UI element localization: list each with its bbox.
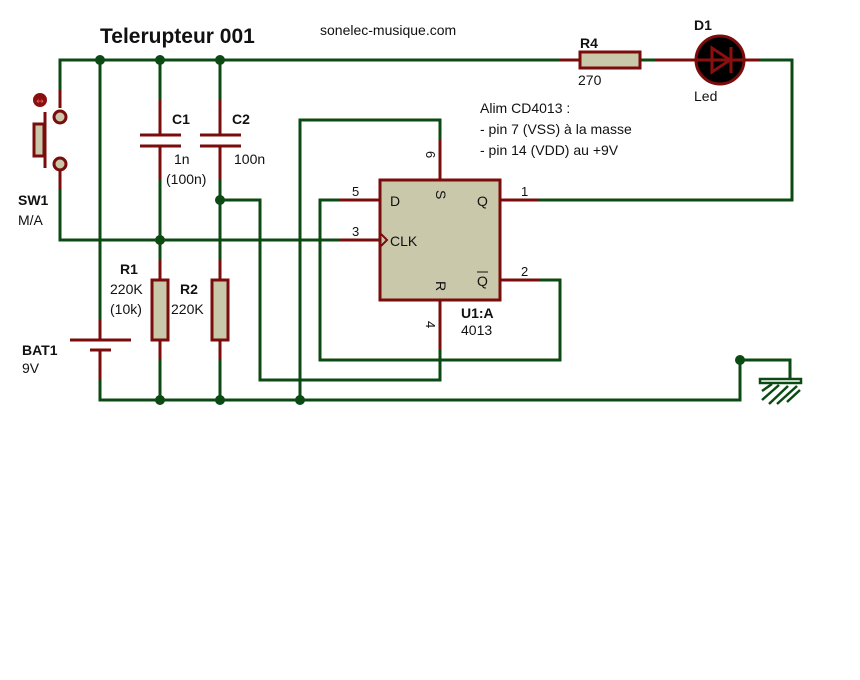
power-note: Alim CD4013 : - pin 7 (VSS) à la masse -…: [480, 100, 632, 158]
wire-sw-to-clk: [58, 188, 342, 242]
sw1-value: M/A: [18, 212, 44, 228]
sw1-ref: SW1: [18, 192, 49, 208]
website-label: sonelec-musique.com: [320, 22, 456, 38]
pin-q-num: 1: [521, 184, 528, 199]
pin-r-num: 4: [423, 321, 438, 328]
wire-led-to-q: [558, 58, 794, 202]
ground-icon: [758, 377, 803, 405]
bat1-ref: BAT1: [22, 342, 58, 358]
bat1-value: 9V: [22, 360, 40, 376]
diode-icon: [710, 45, 733, 75]
note-line-1: Alim CD4013 :: [480, 100, 570, 116]
c2-capacitor[interactable]: C2 100n: [200, 100, 265, 180]
r2-ref: R2: [180, 281, 198, 297]
d1-ref: D1: [694, 17, 712, 33]
u1-ref: U1:A: [461, 305, 494, 321]
r1-value: 220K: [110, 281, 143, 297]
pin-s-num: 6: [423, 151, 438, 158]
wire-reset: [218, 198, 442, 382]
junctions: [95, 55, 745, 405]
pin-clk-name: CLK: [390, 233, 418, 249]
c2-ref: C2: [232, 111, 250, 127]
note-line-3: - pin 14 (VDD) au +9V: [480, 142, 619, 158]
c2-value: 100n: [234, 151, 265, 167]
u1-flipflop[interactable]: D CLK Q Q S R 5 3 1 2 6 4 U1:A 4013: [340, 140, 562, 350]
d1-led[interactable]: D1 Led: [655, 17, 760, 104]
r4-resistor[interactable]: R4 270: [560, 35, 642, 88]
note-line-2: - pin 7 (VSS) à la masse: [480, 121, 632, 137]
schematic-title: Telerupteur 001: [100, 25, 255, 48]
r1-alt-value: (10k): [110, 301, 142, 317]
pin-s-name: S: [433, 190, 449, 199]
switch-actuator-icon[interactable]: [33, 93, 47, 107]
wire-ground-symbol: [738, 358, 792, 380]
pin-r-name: R: [433, 281, 449, 291]
wire-d-feedback: [318, 198, 562, 362]
r4-ref: R4: [580, 35, 598, 51]
pin-qbar-num: 2: [521, 264, 528, 279]
r1-resistor[interactable]: R1 220K (10k): [110, 260, 170, 360]
d1-value: Led: [694, 88, 717, 104]
c1-ref: C1: [172, 111, 190, 127]
pin-d-name: D: [390, 193, 400, 209]
c1-value: 1n: [174, 151, 190, 167]
u1-value: 4013: [461, 322, 492, 338]
pin-qbar-name: Q: [477, 273, 488, 289]
r2-value: 220K: [171, 301, 204, 317]
c1-capacitor[interactable]: C1 1n (100n): [140, 100, 206, 187]
wire-set: [298, 118, 442, 402]
sw1-switch[interactable]: ↔ SW1 M/A: [18, 90, 68, 228]
clock-edge-icon: [380, 233, 389, 247]
wire-top-rail: [58, 58, 562, 92]
r4-value: 270: [578, 72, 602, 88]
svg-text:↔: ↔: [36, 97, 44, 107]
pin-d-num: 5: [352, 184, 359, 199]
wires: [58, 58, 794, 402]
wire-ground-rail: [98, 358, 742, 402]
r2-resistor[interactable]: R2 220K: [171, 260, 230, 360]
c1-alt-value: (100n): [166, 171, 206, 187]
r1-ref: R1: [120, 261, 138, 277]
pin-clk-num: 3: [352, 224, 359, 239]
bat1-battery[interactable]: BAT1 9V: [22, 320, 131, 380]
pin-q-name: Q: [477, 193, 488, 209]
